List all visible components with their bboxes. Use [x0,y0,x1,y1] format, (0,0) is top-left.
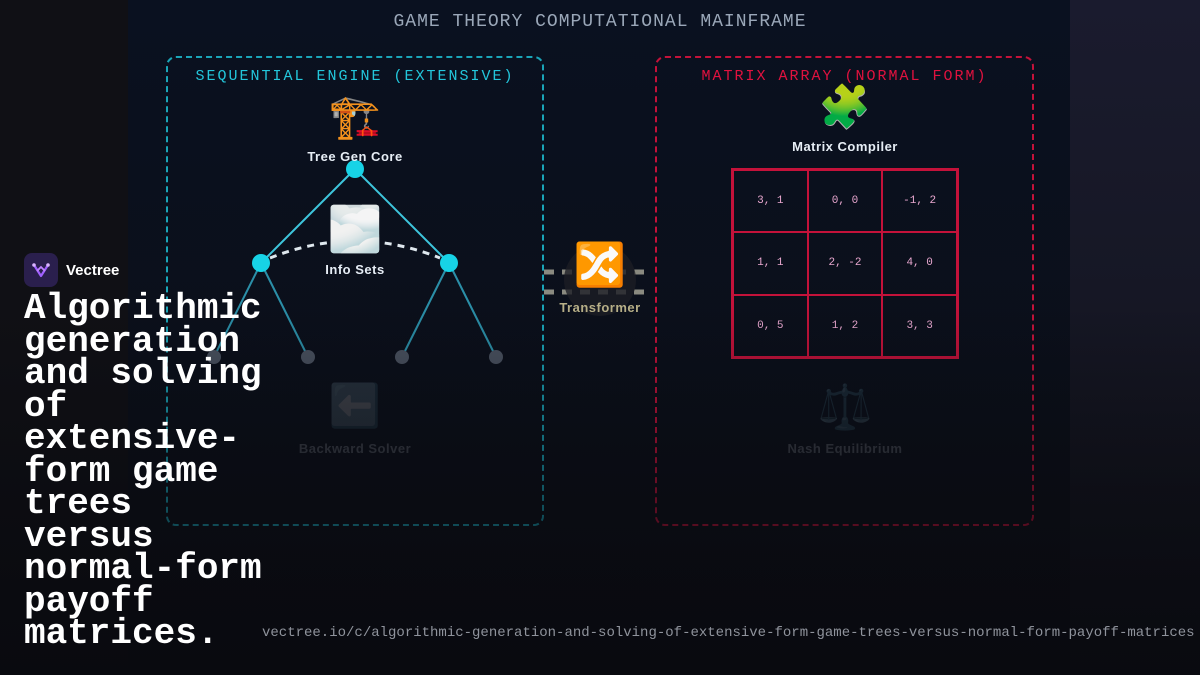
tree-edge [448,262,497,358]
puzzle-icon: 🧩 [818,82,872,131]
matrix-cell: 3, 3 [882,294,957,357]
matrix-cell: -1, 2 [882,170,957,233]
shuffle-icon: 🔀 [573,240,627,289]
brand-name: Vectree [66,261,120,279]
matrix-cell: 3, 1 [733,170,808,233]
matrix-cell: 2, -2 [807,232,883,295]
matrix-cell: 0, 5 [733,294,808,357]
fog-icon: 🌫️ [327,204,383,255]
tree-leaf-node [395,350,409,364]
crane-icon: 🏗️ [328,92,382,141]
tree-edge [401,262,450,358]
nash-equilibrium-label: Nash Equilibrium [787,441,903,456]
page-url[interactable]: vectree.io/c/algorithmic-generation-and-… [262,625,1195,641]
matrix-cell: 1, 1 [733,232,808,295]
headline: Algorithmic generation and solving of ex… [24,288,262,654]
backward-solver-label: Backward Solver [298,441,412,456]
tree-decision-node [252,254,270,272]
matrix-cell: 0, 0 [807,170,883,233]
tree-gen-label: Tree Gen Core [307,149,403,164]
tree-leaf-node [301,350,315,364]
matrix-cell: 1, 2 [807,294,883,357]
tree-leaf-node [489,350,503,364]
brand[interactable]: Vectree [24,253,119,287]
transformer-label: Transformer [559,300,641,315]
payoff-matrix: 3, 1 0, 0 -1, 2 1, 1 2, -2 4, 0 0, 5 1, … [731,168,959,359]
tree-decision-node [440,254,458,272]
scales-icon: ⚖️ [817,382,873,433]
vectree-logo-icon [24,253,58,287]
matrix-cell: 4, 0 [882,232,957,295]
back-arrow-icon: ⬅️ [328,381,382,430]
matrix-compiler-label: Matrix Compiler [792,139,898,154]
info-sets-label: Info Sets [325,262,385,277]
